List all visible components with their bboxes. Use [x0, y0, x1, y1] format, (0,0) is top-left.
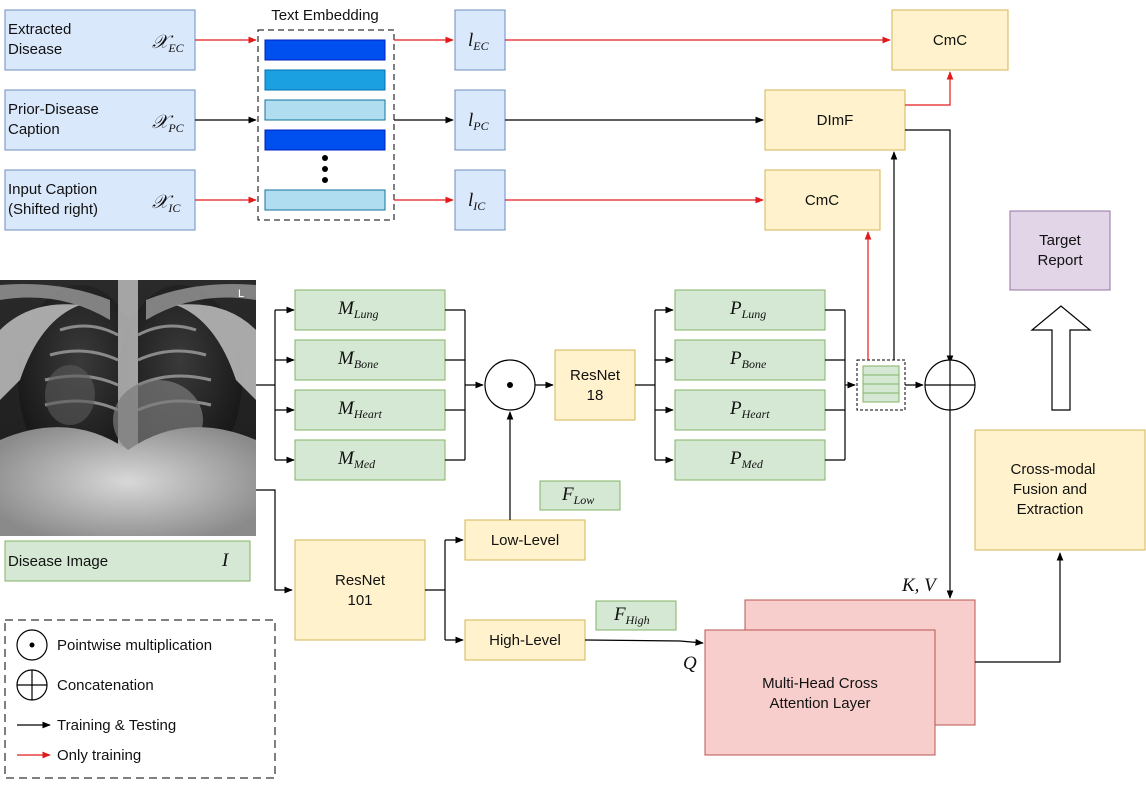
svg-text:Multi-Head Cross: Multi-Head Cross: [762, 675, 878, 692]
svg-text:Attention Layer: Attention Layer: [770, 695, 871, 712]
embedding-bar: [264, 99, 386, 121]
svg-text:MHeart: MHeart: [337, 398, 382, 421]
mask-med: MMed: [294, 439, 446, 481]
embedding-bar: [264, 189, 386, 211]
disease-image-label: Disease Image: [8, 553, 108, 570]
prior-caption-label-1: Prior-Disease: [8, 101, 99, 118]
svg-text:Report: Report: [1037, 252, 1083, 269]
prior-caption-label-2: Caption: [8, 121, 60, 138]
svg-text:Cross-modal: Cross-modal: [1010, 461, 1095, 478]
kv-label: K, V: [901, 575, 938, 596]
part-bone: PBone: [674, 339, 826, 381]
disease-image-label-box: Disease Image I: [4, 540, 251, 582]
svg-text:CmC: CmC: [933, 32, 967, 49]
chest-xray-image: L: [0, 280, 256, 536]
multi-head-cross-attention: Multi-Head Cross Attention Layer: [704, 599, 976, 756]
cross-modal-fusion-block: Cross-modal Fusion and Extraction: [974, 429, 1146, 551]
legend: Pointwise multiplication Concatenation T…: [4, 619, 276, 779]
resnet18-block: ResNet 18: [554, 349, 636, 421]
svg-text:lEC: lEC: [468, 30, 490, 53]
svg-text:FHigh: FHigh: [613, 604, 650, 627]
svg-text:lIC: lIC: [468, 190, 486, 213]
high-level-block: High-Level: [464, 619, 586, 661]
extracted-disease-label-2: Disease: [8, 41, 62, 58]
svg-text:DImF: DImF: [817, 112, 854, 129]
svg-text:MLung: MLung: [337, 298, 379, 321]
svg-text:18: 18: [587, 387, 604, 404]
mask-heart: MHeart: [294, 389, 446, 431]
embedding-bar: [264, 39, 386, 61]
ellipsis-dot: [322, 177, 328, 183]
embedding-bar: [264, 69, 386, 91]
svg-text:PMed: PMed: [729, 448, 764, 471]
svg-text:lPC: lPC: [468, 110, 490, 133]
svg-text:MBone: MBone: [337, 348, 379, 371]
legend-train-test: Training & Testing: [57, 717, 176, 734]
q-label: Q: [683, 653, 697, 674]
input-caption-label-1: Input Caption: [8, 181, 97, 198]
svg-text:Fusion and: Fusion and: [1013, 481, 1087, 498]
target-report-block: Target Report: [1009, 210, 1111, 291]
image-symbol: I: [221, 550, 230, 571]
svg-text:PHeart: PHeart: [729, 398, 770, 421]
up-arrow-icon: [1030, 305, 1092, 411]
embedding-bar: [264, 129, 386, 151]
input-caption-shifted: Input Caption (Shifted right) 𝒳IC: [4, 169, 196, 231]
svg-text:ResNet: ResNet: [570, 367, 621, 384]
svg-text:Extraction: Extraction: [1017, 501, 1084, 518]
concatenation-icon: [16, 669, 48, 701]
svg-text:PLung: PLung: [729, 298, 766, 321]
low-level-block: Low-Level: [464, 519, 586, 561]
mask-lung: MLung: [294, 289, 446, 331]
concatenation-node: [924, 359, 976, 411]
resnet101-block: ResNet 101: [294, 539, 426, 641]
cmc-mid-block: CmC: [764, 169, 881, 231]
svg-text:High-Level: High-Level: [489, 632, 561, 649]
latent-l-pc: lPC: [454, 89, 506, 151]
ellipsis-dot: [322, 155, 328, 161]
latent-l-ec: lEC: [454, 9, 506, 71]
svg-text:CmC: CmC: [805, 192, 839, 209]
svg-text:Low-Level: Low-Level: [491, 532, 559, 549]
legend-pointwise: Pointwise multiplication: [57, 637, 212, 654]
latent-l-ic: lIC: [454, 169, 506, 231]
svg-text:101: 101: [347, 592, 372, 609]
stacked-features-block: [856, 359, 906, 411]
part-lung: PLung: [674, 289, 826, 331]
part-heart: PHeart: [674, 389, 826, 431]
svg-text:MMed: MMed: [337, 448, 376, 471]
legend-concat: Concatenation: [57, 677, 154, 694]
pointwise-multiplication-node: [484, 359, 536, 411]
cmc-top-block: CmC: [891, 9, 1009, 71]
text-embedding-block: Text Embedding: [257, 7, 395, 221]
svg-text:FLow: FLow: [561, 484, 594, 507]
dimf-block: DImF: [764, 89, 906, 151]
input-prior-caption: Prior-Disease Caption 𝒳PC: [4, 89, 196, 151]
input-caption-label-2: (Shifted right): [8, 201, 98, 218]
feature-low-box: FLow: [539, 480, 621, 511]
text-embedding-title: Text Embedding: [271, 7, 379, 24]
part-med: PMed: [674, 439, 826, 481]
arrow-dimf-to-concat: [905, 129, 954, 364]
ellipsis-dot: [322, 166, 328, 172]
feature-high-box: FHigh: [595, 600, 677, 631]
mask-bone: MBone: [294, 339, 446, 381]
svg-text:ResNet: ResNet: [335, 572, 386, 589]
extracted-disease-label-1: Extracted: [8, 21, 71, 38]
input-extracted-disease: Extracted Disease 𝒳EC: [4, 9, 196, 71]
svg-text:Target: Target: [1039, 232, 1082, 249]
legend-train-only: Only training: [57, 747, 141, 764]
arrow-dimf-to-cmc: [905, 71, 954, 106]
xray-corner-mark: L: [238, 288, 244, 300]
svg-text:PBone: PBone: [729, 348, 767, 371]
